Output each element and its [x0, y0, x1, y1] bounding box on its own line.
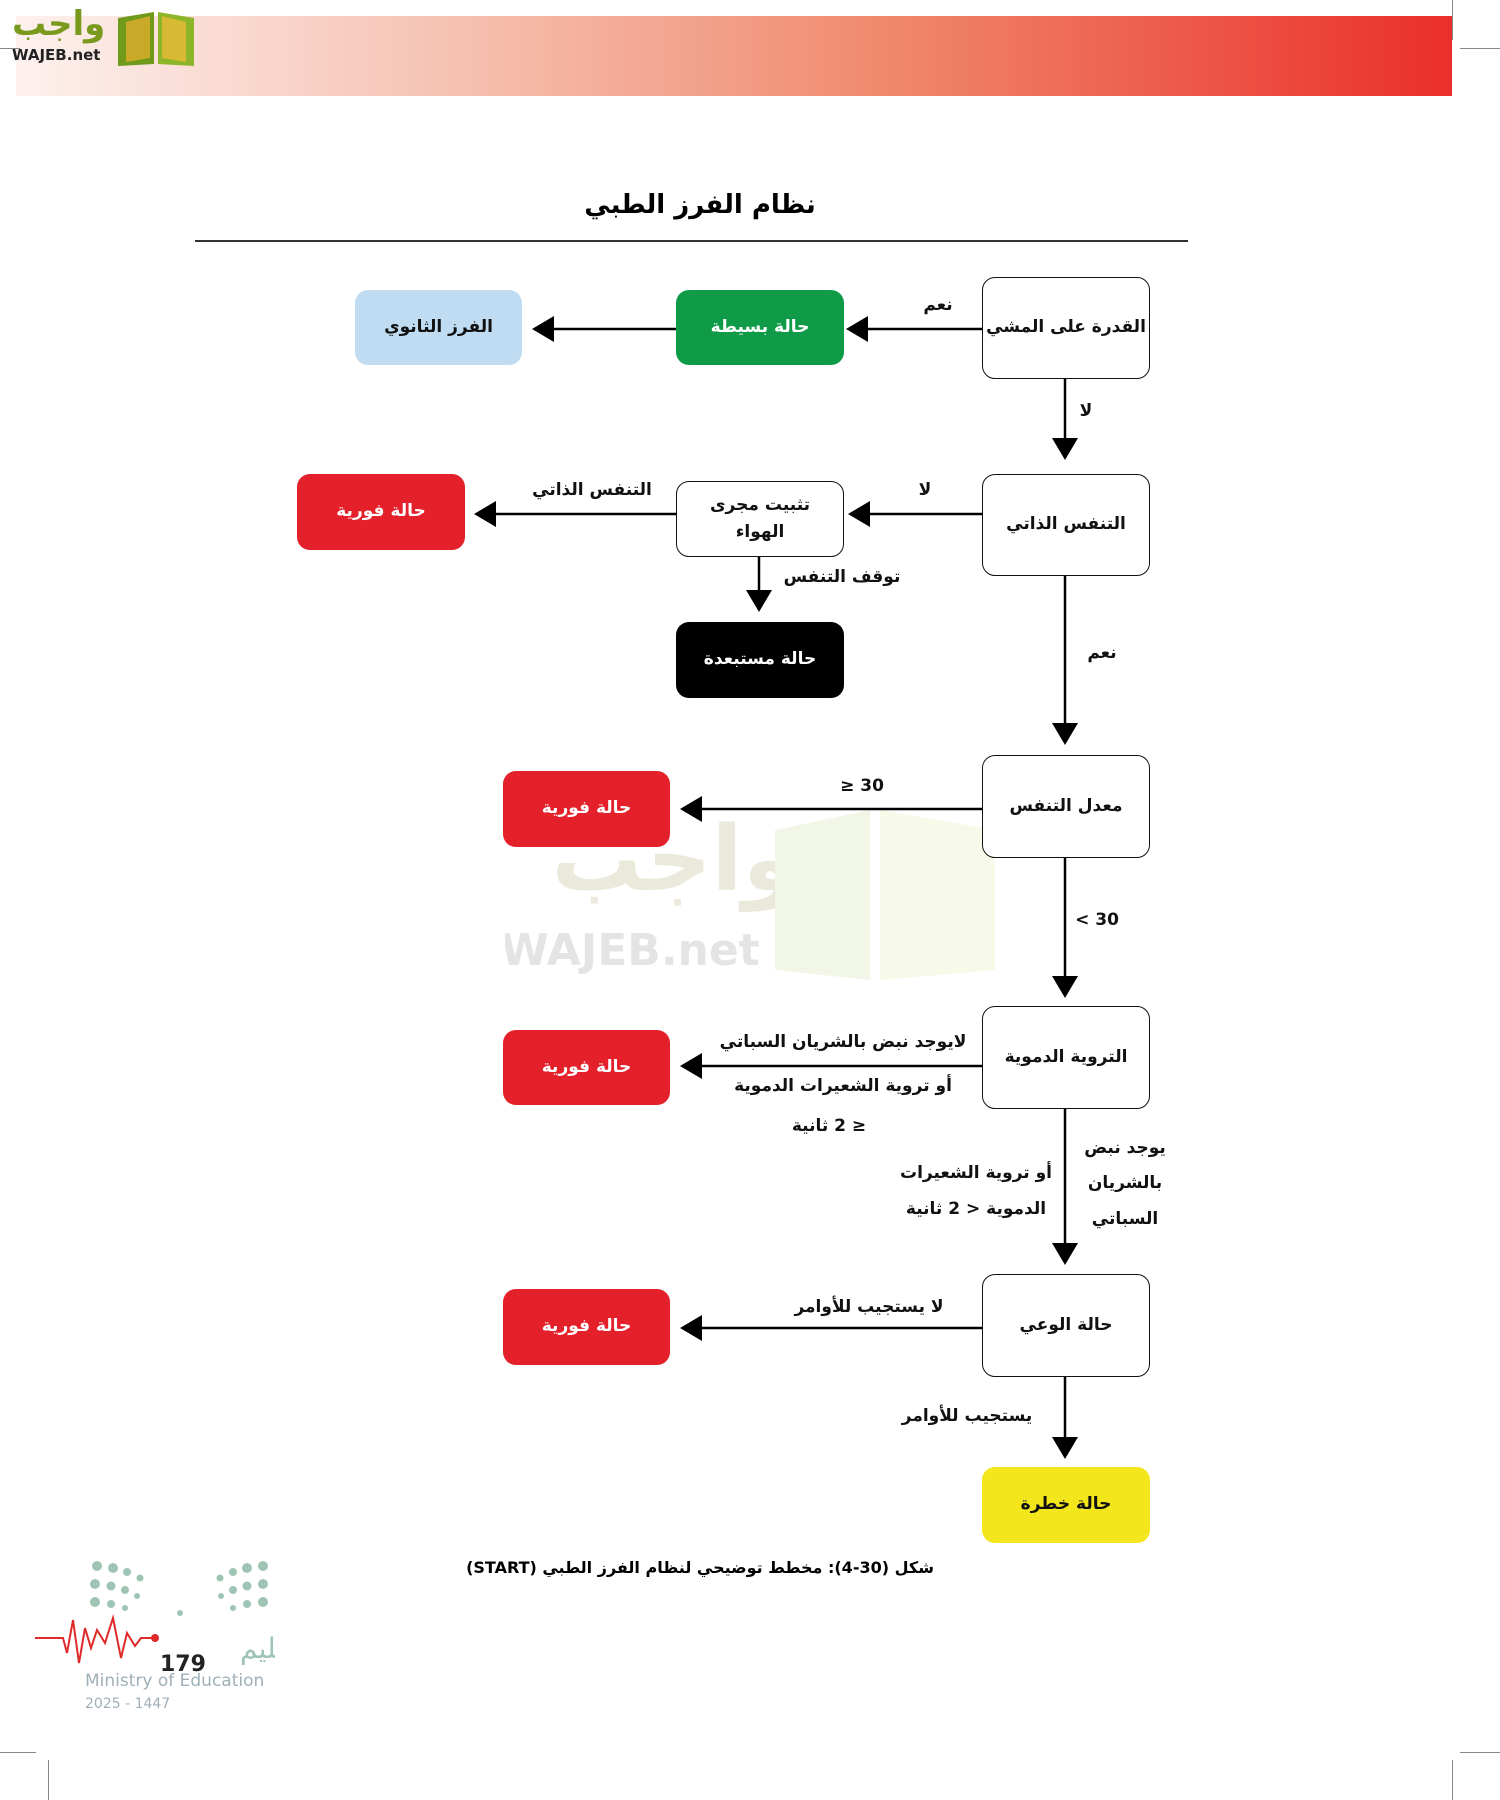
page-number: 179: [160, 1652, 206, 1677]
ministry-years: 2025 - 1447: [85, 1696, 170, 1712]
ministry-logo: وزارة التعليم Ministry of Education 2025…: [35, 1561, 275, 1712]
node-secondary: الفرز الثانوي: [355, 290, 522, 365]
node-walk: القدرة على المشي: [982, 277, 1150, 379]
crop-mark: [48, 1760, 49, 1800]
ministry-arabic: وزارة التعليم: [240, 1632, 275, 1665]
node-resp-rate: معدل التنفس: [982, 755, 1150, 858]
title-divider: [195, 240, 1188, 242]
ministry-english: Ministry of Education: [85, 1671, 264, 1691]
wajeb-logo: واجب WAJEB.net: [10, 4, 194, 66]
label-mental-yes: يستجيب للأوامر: [901, 1406, 1033, 1426]
label-rr-high: ≥ 30: [840, 776, 884, 796]
label-breath-yes: نعم: [1087, 643, 1117, 663]
node-perfusion: التروية الدموية: [982, 1006, 1150, 1109]
label-walk-yes: نعم: [923, 295, 953, 315]
crop-mark: [1452, 0, 1453, 40]
label-perf-good-r1: يوجد نبض: [1084, 1138, 1166, 1158]
node-immediate-2: حالة فورية: [503, 771, 670, 847]
page-title: نظام الفرز الطبي: [584, 190, 816, 220]
logo-latin: WAJEB.net: [12, 46, 101, 64]
label-perf-good-l1: أو تروية الشعيرات: [900, 1163, 1052, 1183]
crop-mark: [1460, 1752, 1500, 1753]
node-mental: حالة الوعي: [982, 1274, 1150, 1377]
crop-mark: [1452, 1760, 1453, 1800]
label-airway-breathing: التنفس الذاتي: [532, 480, 652, 500]
node-immediate-1: حالة فورية: [297, 474, 465, 550]
label-perf-good-r3: السباتي: [1091, 1209, 1159, 1229]
logo-arabic: واجب: [12, 4, 106, 44]
book-icon: [118, 12, 194, 66]
label-airway-stop: توقف التنفس: [783, 567, 901, 587]
watermark-latin: WAJEB.net: [505, 925, 760, 976]
node-immediate-4: حالة فورية: [503, 1289, 670, 1365]
label-breath-no: لا: [918, 480, 932, 500]
label-mental-no: لا يستجيب للأوامر: [794, 1297, 944, 1317]
node-immediate-3: حالة فورية: [503, 1030, 670, 1105]
label-perf-good-l2: الدموية < 2 ثانية: [905, 1199, 1047, 1219]
crop-mark: [1460, 48, 1500, 49]
node-airway: تثبيت مجرى الهواء: [676, 481, 844, 557]
label-perf-bad-3: ≤ 2 ثانية: [791, 1116, 867, 1136]
crop-mark: [0, 1752, 36, 1753]
figure-caption: شكل (30-4): مخطط توضيحي لنظام الفرز الطب…: [466, 1558, 934, 1577]
crop-mark: [0, 48, 20, 49]
label-perf-bad-2: أو تروية الشعيرات الدموية: [734, 1076, 952, 1096]
node-expectant: حالة مستبعدة: [676, 622, 844, 698]
node-urgent: حالة خطرة: [982, 1467, 1150, 1543]
label-rr-low: < 30: [1075, 910, 1119, 930]
label-perf-good-r2: بالشريان: [1087, 1173, 1163, 1193]
watermark: واجب WAJEB.net: [505, 807, 995, 980]
node-simple: حالة بسيطة: [676, 290, 844, 365]
label-perf-bad-1: لايوجد نبض بالشريان السباتي: [719, 1032, 967, 1052]
label-walk-no: لا: [1079, 401, 1093, 421]
header-band: [16, 16, 1452, 96]
node-breathing: التنفس الذاتي: [982, 474, 1150, 576]
